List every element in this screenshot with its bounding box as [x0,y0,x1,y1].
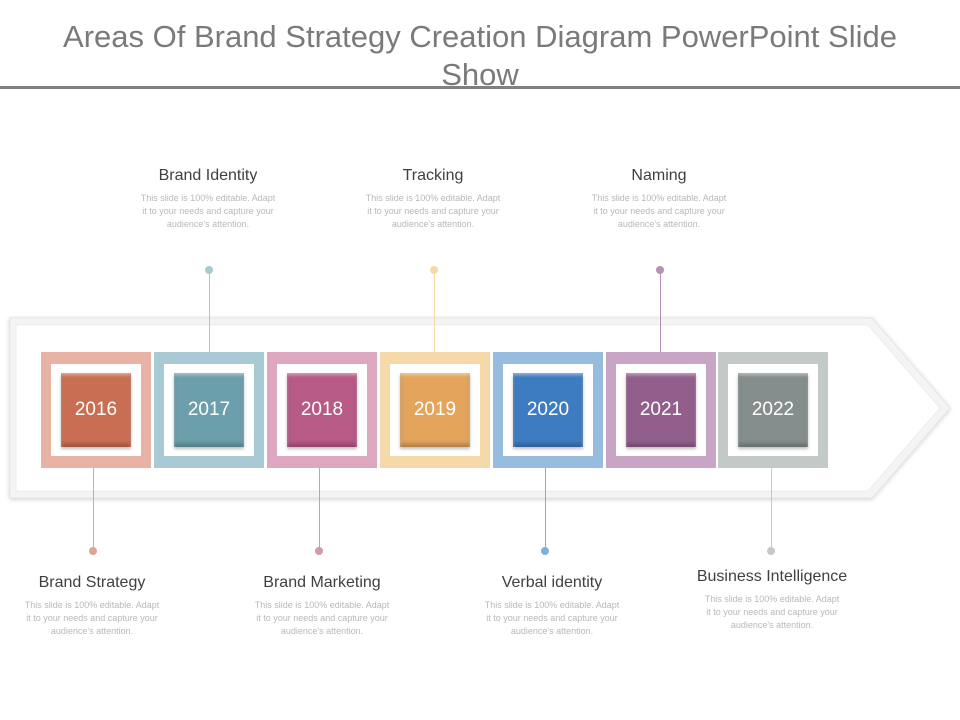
year-block-2021: 2021 [626,373,696,447]
connector-dot [656,266,664,274]
label-tracking: Tracking This slide is 100% editable. Ad… [333,166,533,231]
year-block-2020: 2020 [513,373,583,447]
label-body: This slide is 100% editable. Adapt it to… [704,594,840,630]
year-tile-2016: 2016 [41,352,151,468]
year-tile-2018: 2018 [267,352,377,468]
connector-bottom [545,468,546,551]
label-heading: Brand Marketing [263,574,381,591]
connector-top [660,270,661,352]
year-tile-2020: 2020 [493,352,603,468]
label-body: This slide is 100% editable. Adapt it to… [365,193,501,229]
connector-dot [205,266,213,274]
year-tile-2017: 2017 [154,352,264,468]
label-body: This slide is 100% editable. Adapt it to… [140,193,276,229]
label-body: This slide is 100% editable. Adapt it to… [24,600,160,636]
label-body: This slide is 100% editable. Adapt it to… [484,600,620,636]
year-block-2022: 2022 [738,373,808,447]
label-brand-marketing: Brand Marketing This slide is 100% edita… [222,573,422,638]
label-heading: Verbal identity [501,574,603,591]
label-heading: Tracking [402,167,464,184]
connector-dot [767,547,775,555]
connector-bottom [319,468,320,551]
label-brand-strategy: Brand Strategy This slide is 100% editab… [0,573,192,638]
year-block-2017: 2017 [174,373,244,447]
label-naming: Naming This slide is 100% editable. Adap… [559,166,759,231]
connector-dot [541,547,549,555]
year-tile-2019: 2019 [380,352,490,468]
slide-title: Areas Of Brand Strategy Creation Diagram… [63,19,897,92]
label-brand-identity: Brand Identity This slide is 100% editab… [108,166,308,231]
title-underline [0,86,960,89]
connector-top [434,270,435,352]
label-business-intelligence: Business Intelligence This slide is 100%… [672,567,872,632]
year-block-2018: 2018 [287,373,357,447]
connector-bottom [771,468,772,551]
label-heading: Brand Identity [158,167,258,184]
connector-top [209,270,210,352]
year-tile-2021: 2021 [606,352,716,468]
connector-bottom [93,468,94,551]
label-verbal-identity: Verbal identity This slide is 100% edita… [452,573,652,638]
label-body: This slide is 100% editable. Adapt it to… [591,193,727,229]
label-heading: Brand Strategy [38,574,146,591]
label-heading: Naming [631,167,687,184]
connector-dot [89,547,97,555]
label-heading: Business Intelligence [696,568,848,585]
connector-dot [315,547,323,555]
connector-dot [430,266,438,274]
year-block-2016: 2016 [61,373,131,447]
year-tile-2022: 2022 [718,352,828,468]
year-block-2019: 2019 [400,373,470,447]
label-body: This slide is 100% editable. Adapt it to… [254,600,390,636]
